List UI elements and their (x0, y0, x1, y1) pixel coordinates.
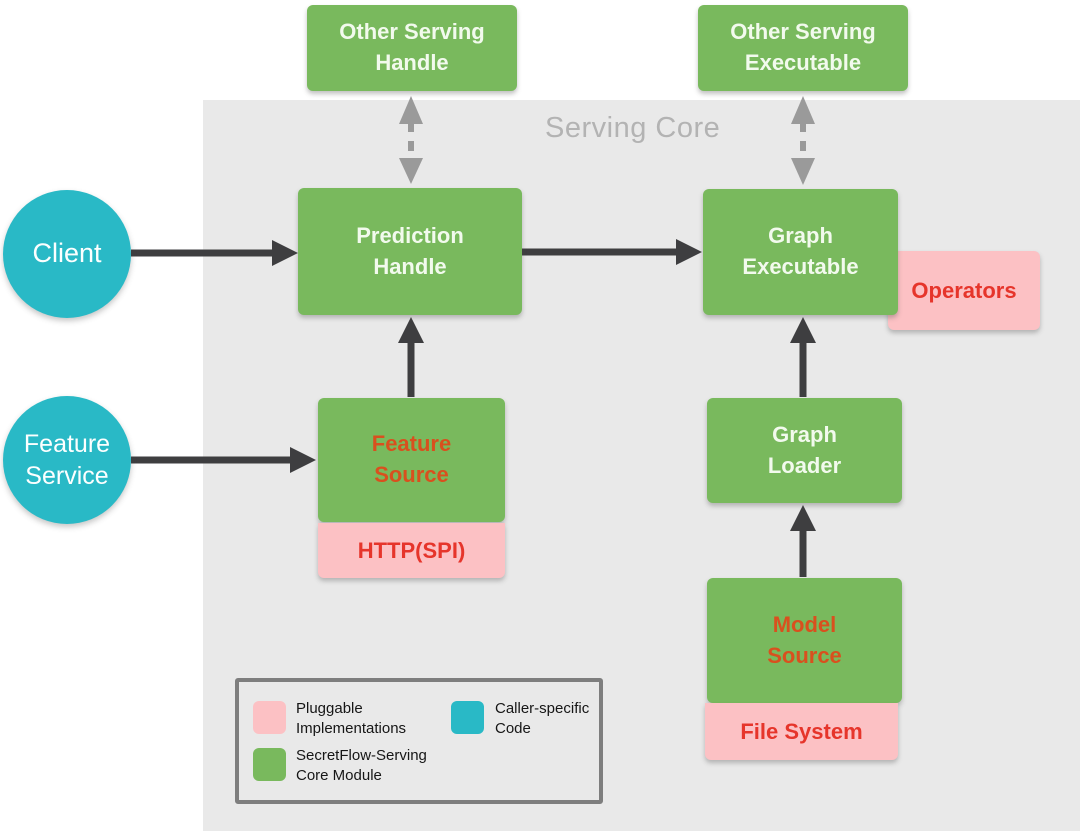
arrow-client-to-prediction-handle (131, 240, 298, 266)
file-system-label: File System (740, 718, 863, 744)
model-source-label: Model Source (767, 611, 842, 668)
client-label: Client (32, 238, 102, 269)
feature-source-label: Feature Source (371, 431, 452, 487)
legend-label-caller-specific: Caller-specific Code (495, 700, 590, 737)
node-client: Client (3, 190, 131, 318)
node-http-spi: HTTP(SPI) (318, 523, 505, 578)
other-serving-handle-label: Other Serving Handle (339, 19, 485, 75)
serving-core-title: Serving Core (545, 112, 721, 144)
other-serving-executable-label: Other Serving Executable (730, 19, 876, 75)
node-prediction-handle: Prediction Handle (298, 188, 522, 315)
http-spi-label: HTTP(SPI) (357, 537, 466, 563)
graph-loader-label: Graph Loader (767, 421, 842, 478)
node-operators: Operators (888, 251, 1040, 330)
node-graph-executable: Graph Executable (703, 189, 898, 315)
graph-executable-label: Graph Executable (742, 223, 859, 279)
legend-label-pluggable: Pluggable Implementations (296, 700, 407, 737)
node-other-serving-handle: Other Serving Handle (307, 5, 517, 91)
legend: Pluggable Implementations Caller-specifi… (235, 678, 603, 804)
arrow-feature-service-to-feature-source (131, 447, 316, 473)
arrow-model-source-to-graph-loader (790, 505, 816, 577)
legend-swatch-pluggable (253, 701, 286, 734)
node-file-system: File System (705, 703, 898, 760)
operators-label: Operators (911, 277, 1017, 303)
node-graph-loader: Graph Loader (707, 398, 902, 503)
prediction-handle-label: Prediction Handle (356, 222, 464, 279)
feature-service-label: Feature Service (23, 429, 111, 491)
legend-swatch-caller-specific (451, 701, 484, 734)
arrow-prediction-handle-to-graph-executable (522, 239, 702, 265)
arrow-dashed-other-serving-executable (791, 96, 815, 185)
node-model-source: Model Source (707, 578, 902, 703)
arrow-feature-source-to-prediction-handle (398, 317, 424, 397)
arrow-dashed-other-serving-handle (399, 96, 423, 184)
legend-swatch-core-module (253, 748, 286, 781)
arrow-graph-loader-to-graph-executable (790, 317, 816, 397)
legend-label-core-module: SecretFlow-Serving Core Module (296, 747, 427, 784)
node-feature-service: Feature Service (3, 396, 131, 524)
node-feature-source: Feature Source (318, 398, 505, 522)
node-other-serving-executable: Other Serving Executable (698, 5, 908, 91)
